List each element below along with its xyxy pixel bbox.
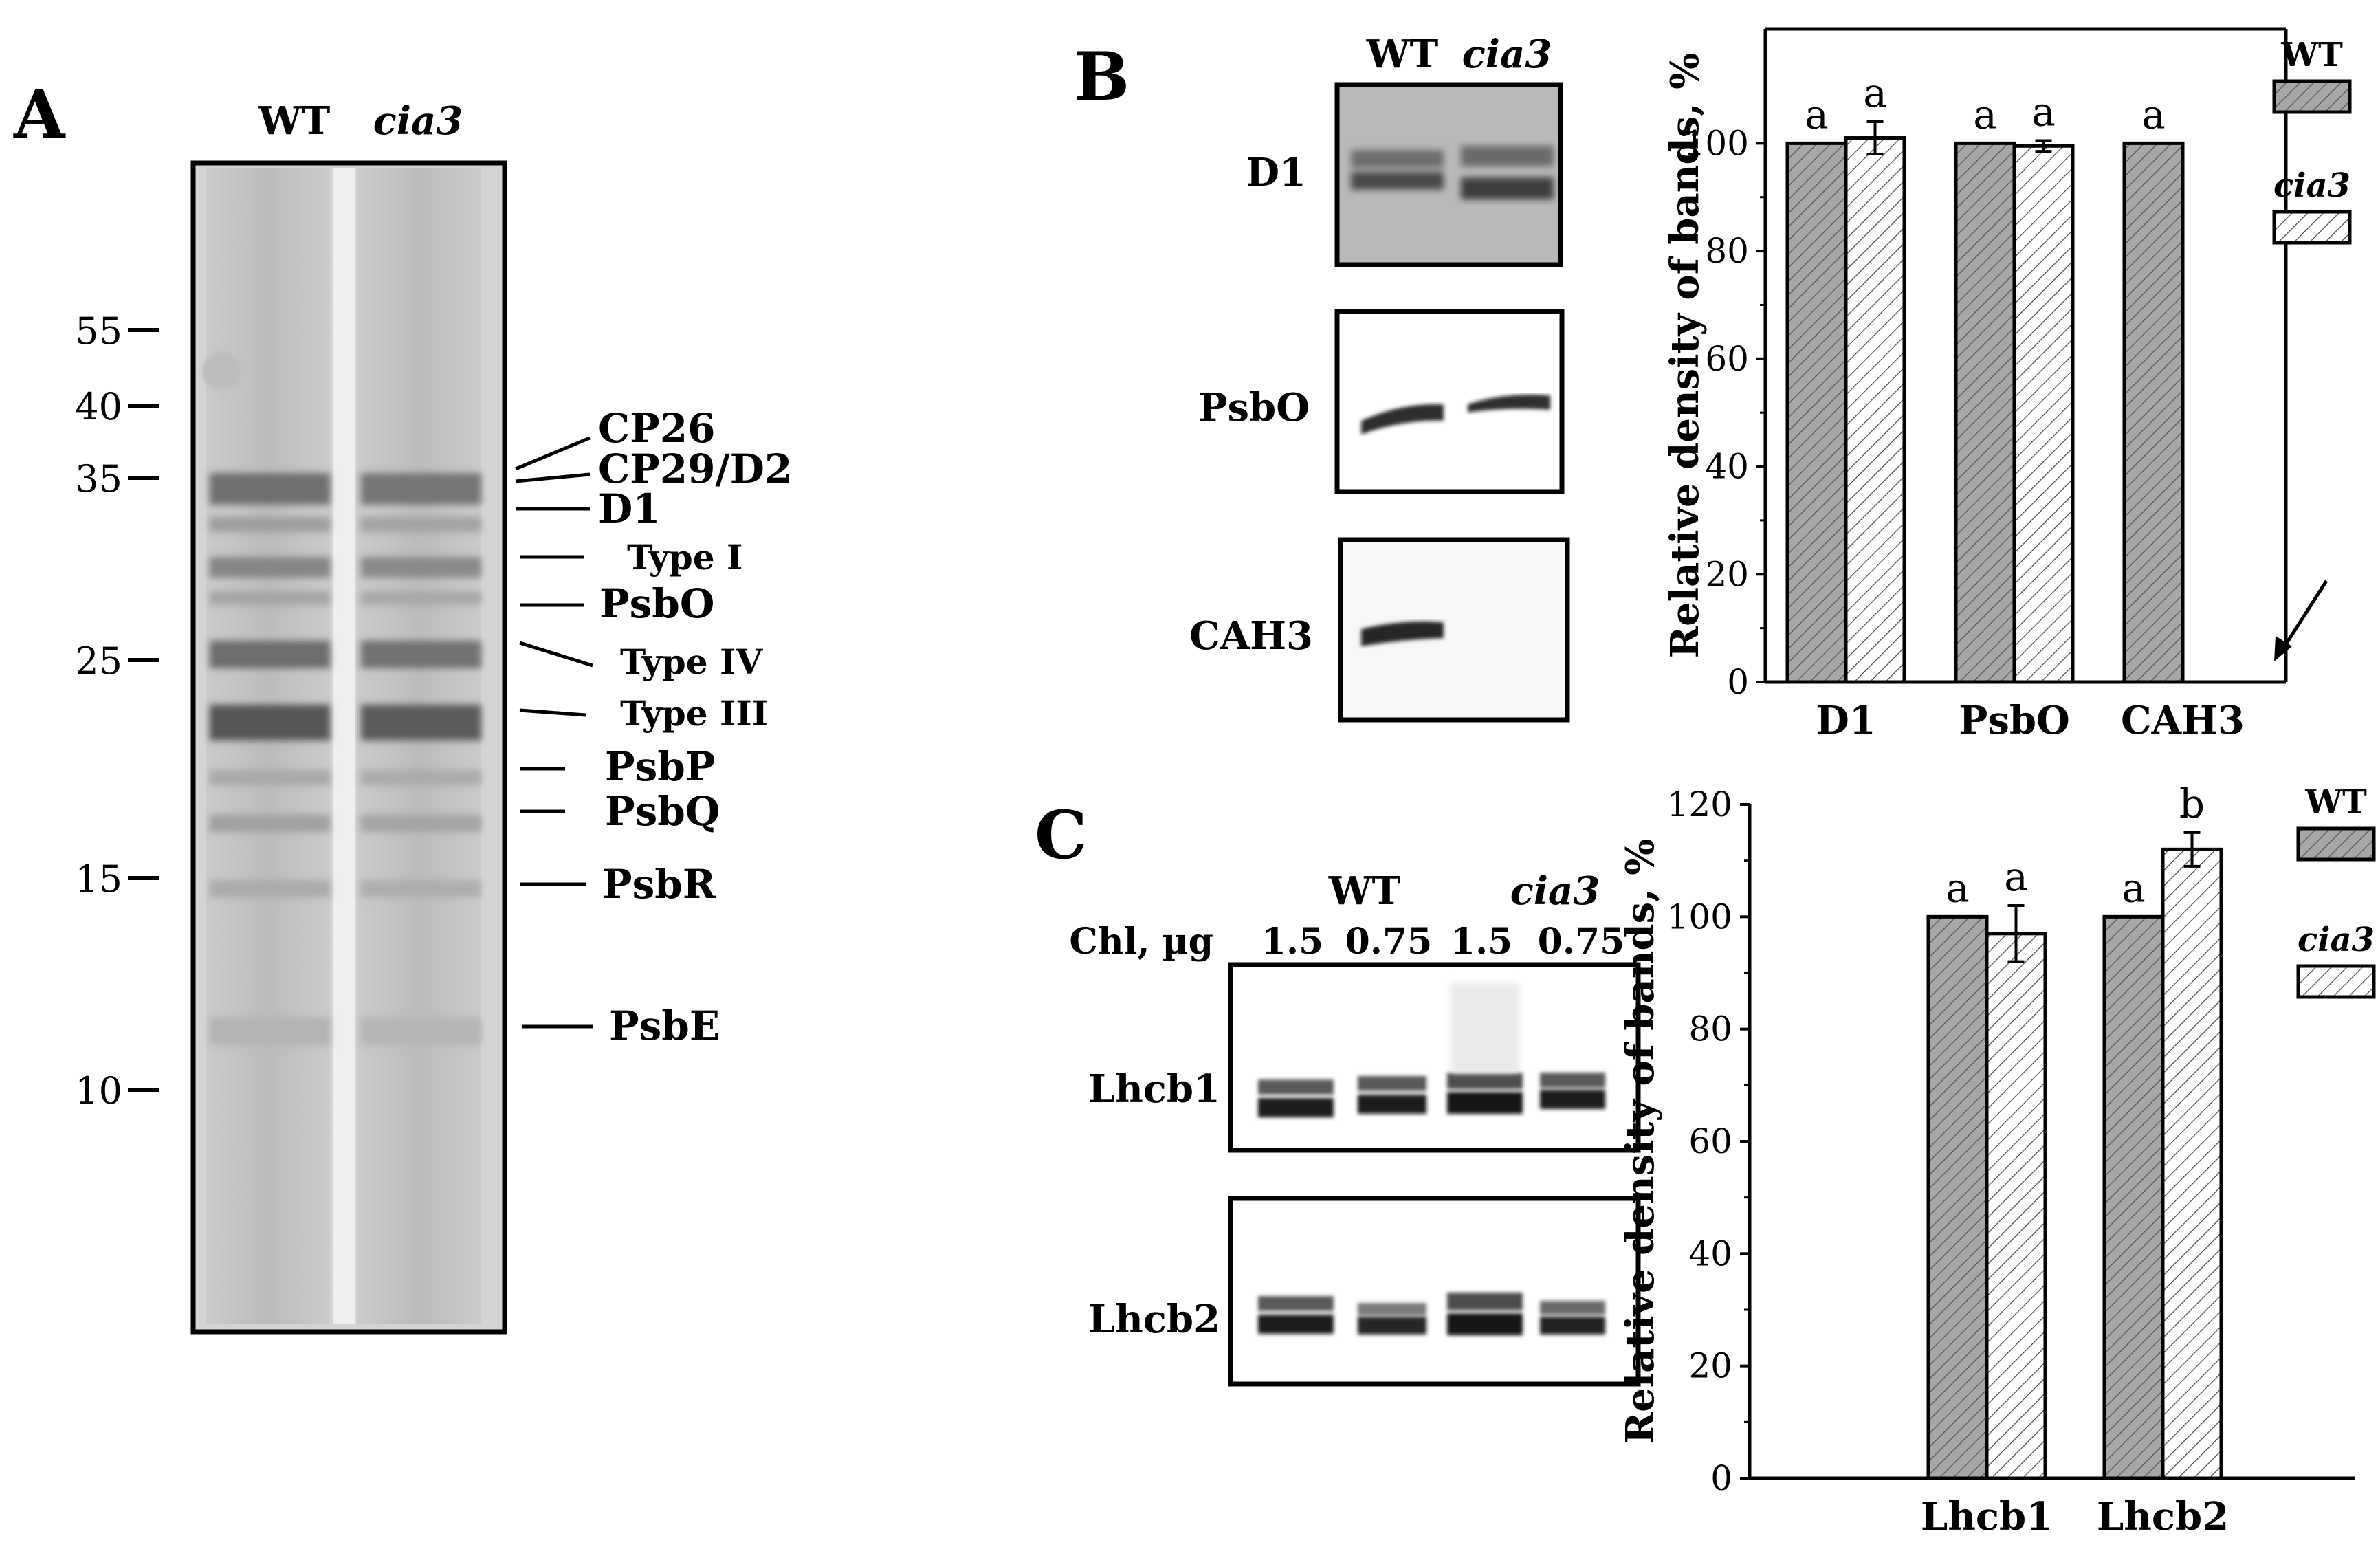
marker-25: 25 — [75, 639, 122, 683]
chart-c-legend-label: WT — [2304, 783, 2367, 822]
chart-b-legend-swatch — [2272, 79, 2352, 114]
chart-b-bar-cia3-psbo — [2012, 144, 2075, 684]
marker-15: 15 — [75, 857, 122, 901]
chart-b-ytick-label: 40 — [1705, 447, 1749, 487]
chart-b-arrow-head — [2274, 636, 2292, 661]
chart-b-legend-swatch — [2272, 210, 2352, 245]
band-annotations — [515, 436, 593, 1029]
chart-c-legend-swatch — [2296, 826, 2376, 862]
chart-c-ytick-label: 120 — [1667, 785, 1732, 824]
band-label-cp29-d2: CP29/D2 — [598, 446, 792, 492]
blot-label-cah3: CAH3 — [1189, 613, 1313, 659]
chart-b-xtick-label: CAH3 — [2121, 698, 2245, 743]
gel-lane-label-cia3: cia3 — [373, 98, 463, 144]
blot-d1: D1 — [1246, 82, 1563, 267]
blot-psbo: PsbO — [1198, 309, 1565, 494]
marker-55: 55 — [75, 309, 122, 353]
chart-c-ytick-label: 60 — [1688, 1121, 1732, 1161]
loading-2: 0.75 — [1345, 921, 1433, 963]
chart-b-ytick-label: 0 — [1727, 662, 1749, 702]
chart-c-bar-wt-lhcb2 — [2102, 914, 2165, 1480]
chart-c-legend-swatch — [2296, 964, 2376, 999]
band-label-d1: D1 — [598, 485, 661, 532]
band-label-type-iii: Type III — [620, 693, 768, 734]
blot-b-header-cia3: cia3 — [1462, 32, 1552, 77]
chart-c-sig-letter: a — [1946, 864, 1970, 911]
band-label-type-i: Type I — [627, 537, 742, 578]
chart-b-ytick-label: 100 — [1684, 123, 1749, 163]
chart-b-sig-letter: a — [1805, 91, 1829, 138]
chart-b-legend-label: WT — [2280, 36, 2343, 74]
chart-c-sig-letter: a — [2122, 864, 2146, 911]
chart-b-sig-letter: a — [1863, 69, 1887, 116]
blot-b-header-wt: WT — [1366, 32, 1439, 77]
chart-b-xtick-label: D1 — [1816, 698, 1876, 743]
marker-40: 40 — [75, 385, 122, 428]
panel-b-letter: B — [1074, 38, 1130, 116]
chart-b-ytick-label: 80 — [1705, 231, 1749, 271]
chart-c-sig-letter: a — [2004, 853, 2028, 900]
chart-c-xtick-label: Lhcb2 — [2097, 1494, 2229, 1539]
chart-b-bar-cia3-d1 — [1844, 136, 1906, 684]
chart-b-sig-letter: a — [1973, 91, 1997, 138]
band-label-psbr: PsbR — [602, 861, 716, 908]
panel-c-letter: C — [1035, 796, 1087, 874]
chart-c-sig-letter: b — [2179, 780, 2205, 827]
chart-b-bar-wt-cah3 — [2122, 141, 2185, 684]
chart-b-xtick-label: PsbO — [1959, 698, 2070, 743]
band-label-psbo: PsbO — [599, 580, 714, 627]
gel-bands — [210, 473, 481, 1045]
blot-label-d1: D1 — [1246, 150, 1306, 195]
chart-c-ytick-label: 80 — [1688, 1009, 1732, 1049]
chart-b-sig-letter: a — [2031, 88, 2056, 135]
blot-label-lhcb2: Lhcb2 — [1088, 1297, 1220, 1342]
chart-c-bar-cia3-lhcb2 — [2161, 847, 2223, 1480]
panel-a-letter: A — [13, 76, 66, 153]
blot-lhcb2: Lhcb2 — [1088, 1196, 1641, 1387]
blot-c-header-cia3: cia3 — [1510, 868, 1600, 914]
chart-b-legend-label: cia3 — [2273, 166, 2350, 205]
band-label-cp26: CP26 — [598, 405, 716, 452]
panel-a: A WT cia3 — [13, 76, 792, 1335]
chart-b-bar-wt-psbo — [1954, 141, 2016, 684]
chart-c-bar-wt-lhcb1 — [1926, 914, 1989, 1480]
marker-35: 35 — [75, 457, 122, 501]
marker-10: 10 — [75, 1069, 122, 1112]
band-label-psbe: PsbE — [609, 1002, 720, 1049]
chart-c-ytick-label: 40 — [1688, 1233, 1732, 1273]
mw-marker-ladder: 55 40 35 25 15 10 — [75, 309, 159, 1112]
chl-label: Chl, µg — [1069, 921, 1213, 963]
chart-b-sig-letter: a — [2141, 91, 2166, 138]
chart-b-ytick-label: 60 — [1705, 339, 1749, 379]
chart-c-legend-label: cia3 — [2298, 921, 2375, 959]
panel-b: B WT cia3 D1 PsbO CAH3 02 — [1074, 27, 2352, 743]
band-label-type-iv: Type IV — [620, 641, 763, 682]
sds-page-gel — [190, 160, 507, 1335]
chart-b-ytick-label: 20 — [1705, 554, 1749, 594]
blot-cah3: CAH3 — [1189, 537, 1570, 723]
blot-lhcb1: Lhcb1 — [1088, 962, 1641, 1153]
chart-c-xtick-label: Lhcb1 — [1921, 1494, 2053, 1539]
blot-c-header-wt: WT — [1328, 868, 1401, 914]
band-label-psbp: PsbP — [605, 743, 715, 790]
loading-1: 1.5 — [1261, 921, 1323, 963]
chart-b-ylabel: Relative density of bands, % — [1662, 53, 1708, 659]
panel-c: C WT cia3 Chl, µg 1.5 0.75 1.5 0.75 Lhcb… — [1035, 780, 2376, 1539]
chart-c-ytick-label: 20 — [1688, 1346, 1732, 1386]
blot-label-psbo: PsbO — [1198, 385, 1310, 430]
chart-c-ylabel: Relative density of bands, % — [1618, 839, 1663, 1445]
loading-4: 0.75 — [1538, 921, 1625, 963]
chart-b-bar-wt-d1 — [1785, 141, 1848, 684]
loading-3: 1.5 — [1451, 921, 1512, 963]
chart-b-arrow-shaft — [2280, 580, 2328, 651]
blot-label-lhcb1: Lhcb1 — [1088, 1066, 1220, 1112]
band-label-psbq: PsbQ — [605, 788, 720, 835]
chart-c-ytick-label: 100 — [1667, 897, 1732, 936]
chart-c-bar-cia3-lhcb1 — [1985, 932, 2047, 1480]
gel-lane-label-wt: WT — [258, 98, 331, 144]
chart-c-ytick-label: 0 — [1710, 1458, 1732, 1498]
